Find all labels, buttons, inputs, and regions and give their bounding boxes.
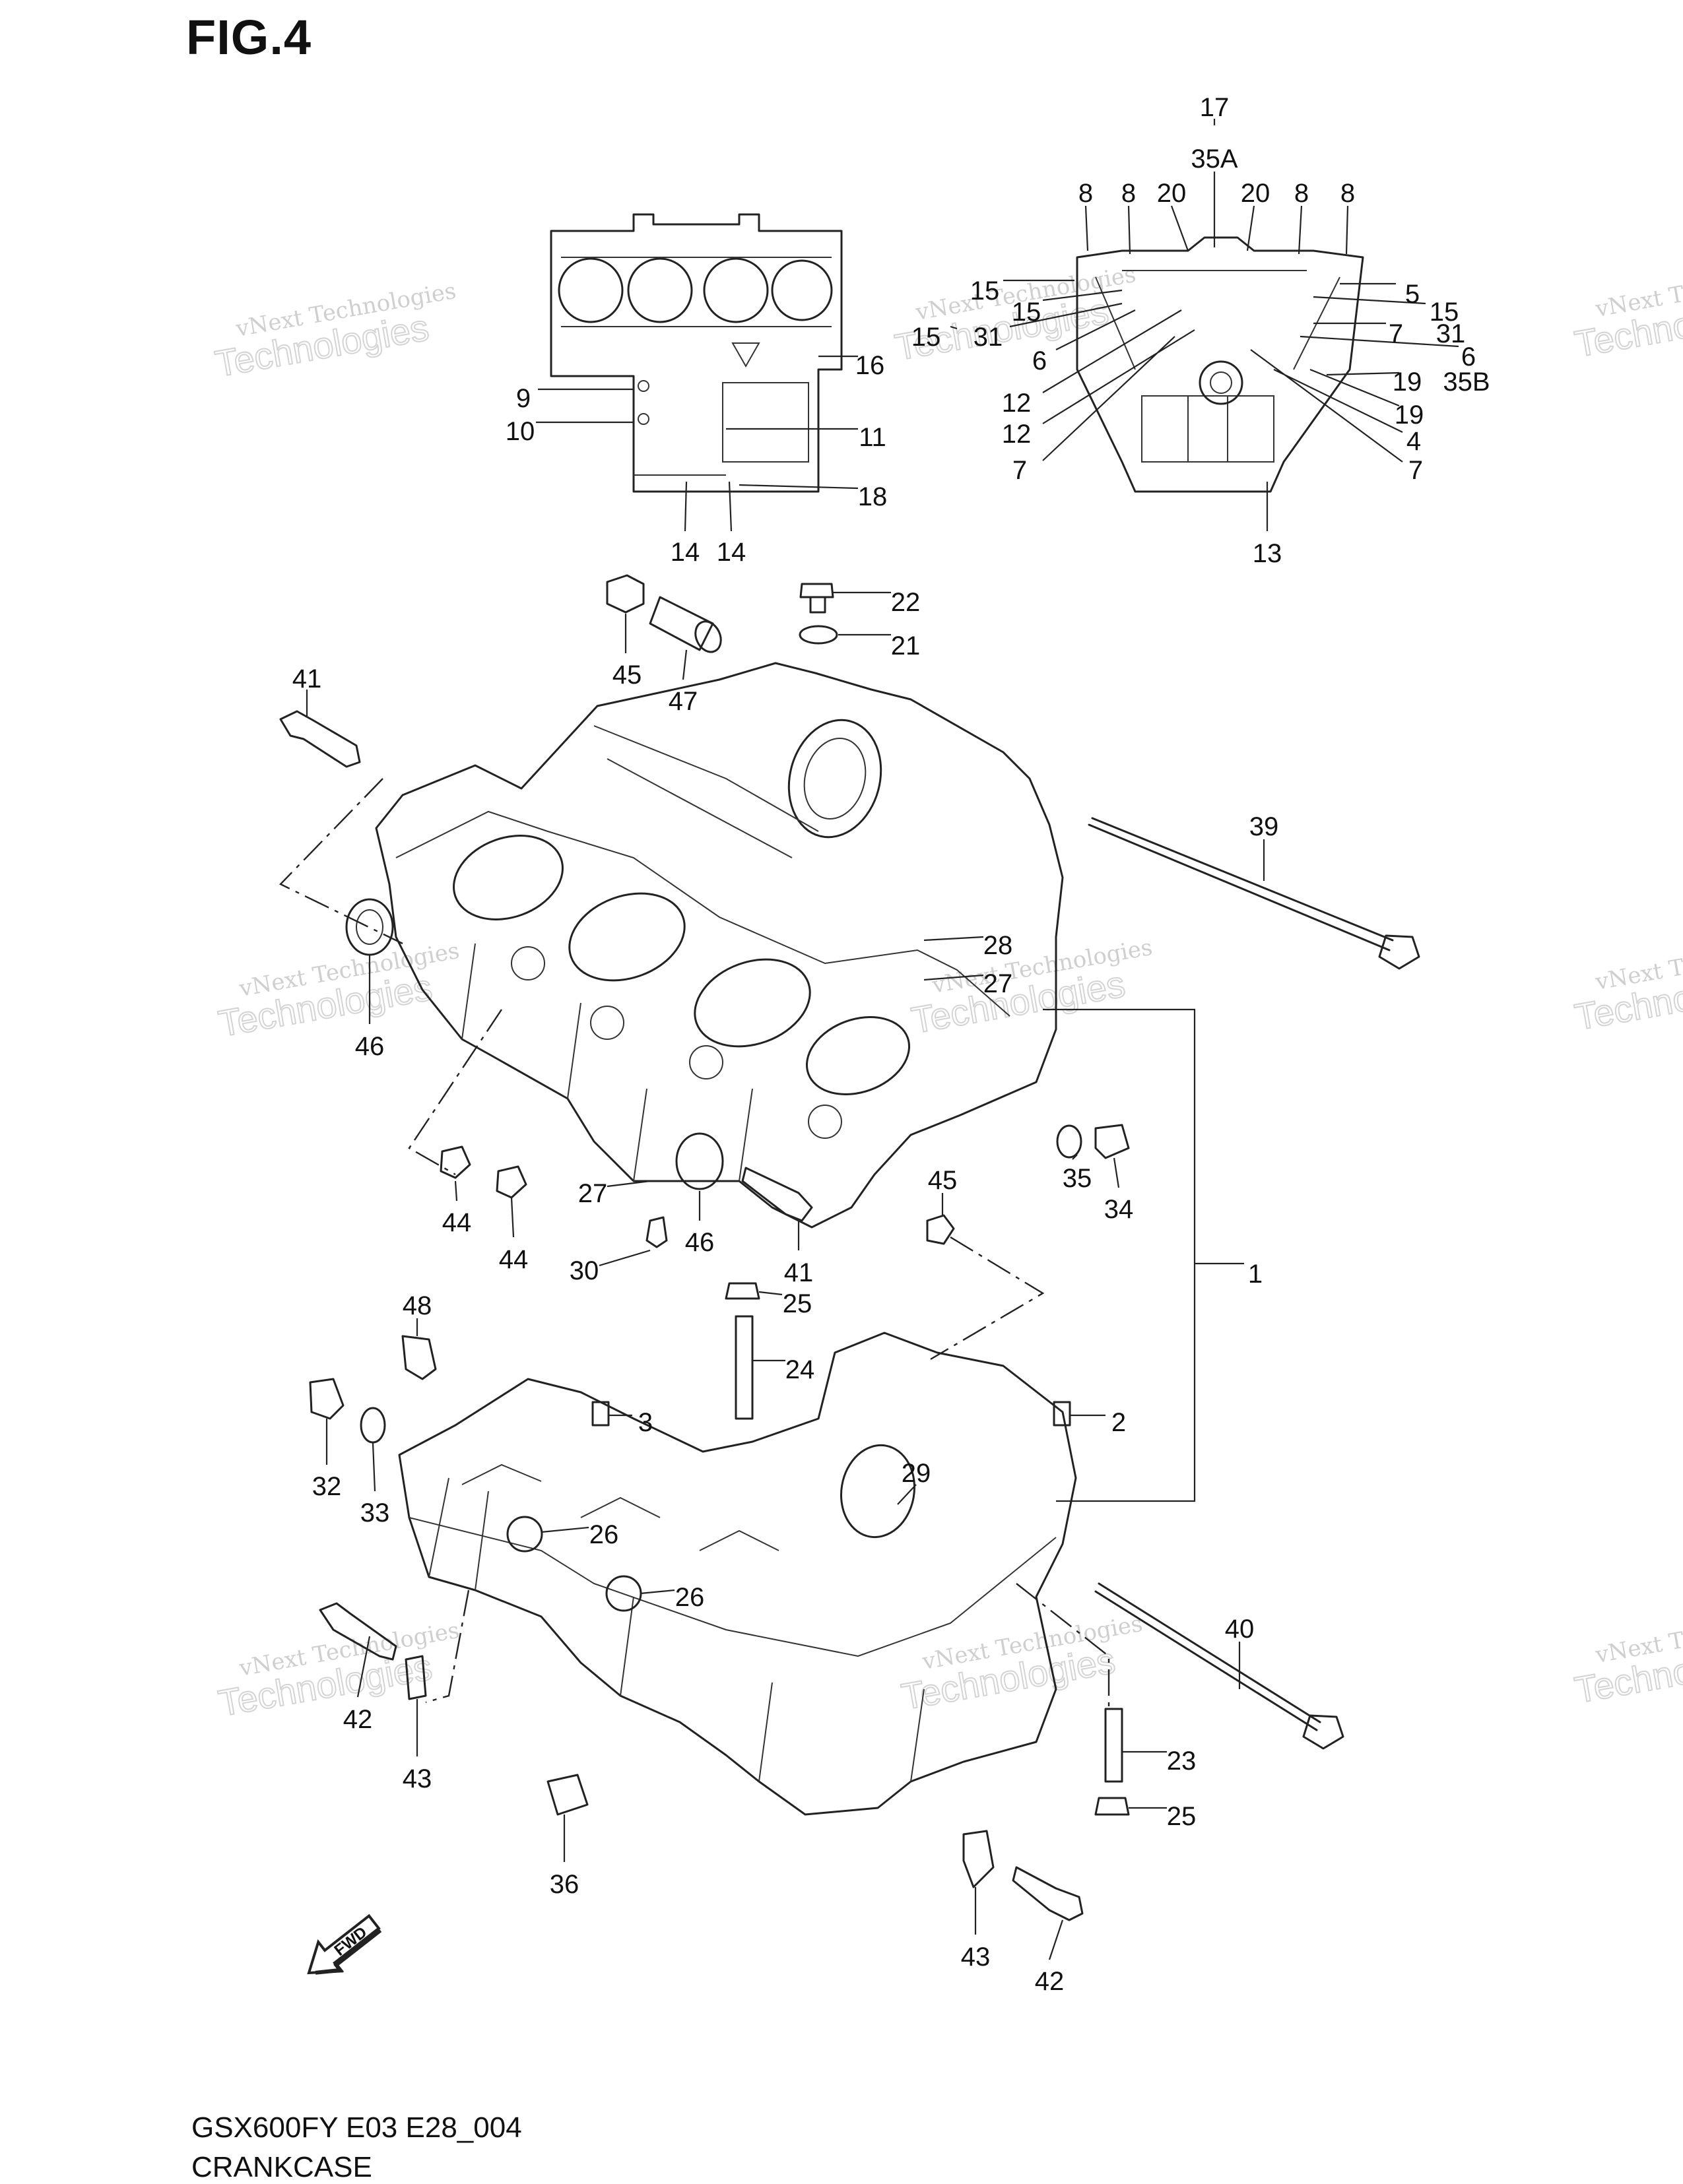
callout-6: 6 [1032,346,1047,375]
callout-45: 45 [928,1166,958,1195]
callout-18: 18 [858,482,888,511]
callout-20: 20 [1241,179,1270,208]
callout-2: 2 [1111,1408,1126,1437]
callout-40: 40 [1225,1615,1255,1644]
callout-14: 14 [717,538,746,567]
callout-8: 8 [1078,179,1093,208]
upper-crankcase [375,662,1064,1229]
callout-35B: 35B [1443,368,1490,397]
callout-15: 15 [1430,298,1459,327]
callout-26: 26 [589,1520,619,1549]
callout-28: 28 [983,931,1013,960]
callout-43: 43 [403,1764,432,1793]
model-code: GSX600FY E03 E28_004 [191,2111,522,2144]
callout-24: 24 [785,1355,815,1384]
callout-15: 15 [970,276,1000,305]
callout-20: 20 [1157,179,1187,208]
callout-6: 6 [1461,342,1476,371]
callout-8: 8 [1294,179,1309,208]
callout-27: 27 [983,969,1013,998]
section-name: CRANKCASE [191,2151,372,2183]
upper-case-top-view [550,213,843,493]
leader-lines [306,119,1459,1960]
callout-41: 41 [784,1258,814,1287]
callout-3: 3 [638,1408,653,1437]
callout-45: 45 [612,660,642,690]
callout-39: 39 [1249,812,1279,841]
callout-30: 30 [570,1256,599,1285]
callout-21: 21 [891,631,921,660]
lower-crankcase [398,1332,1077,1816]
callout-5: 5 [1405,280,1420,309]
callout-19: 19 [1395,401,1424,430]
callout-14: 14 [671,538,700,567]
callout-4: 4 [1406,427,1421,456]
callout-35: 35 [1063,1164,1092,1193]
callout-48: 48 [403,1291,432,1320]
small-parts [279,574,1420,1921]
callout-26: 26 [675,1583,705,1612]
callout-15: 15 [1012,298,1041,327]
callout-42: 42 [1035,1967,1065,1996]
callout-7: 7 [1012,456,1027,485]
callout-29: 29 [902,1459,931,1488]
callout-7: 7 [1389,319,1403,348]
callout-34: 34 [1104,1195,1134,1224]
callout-23: 23 [1167,1747,1197,1776]
callout-25: 25 [1167,1802,1197,1831]
callout-7: 7 [1408,456,1423,485]
callout-46: 46 [355,1032,385,1061]
callout-19: 19 [1393,368,1422,397]
alignment-lines [279,778,1110,1709]
callout-17: 17 [1200,93,1230,122]
callout-15: 15 [911,323,941,352]
fwd-arrow-icon: FWD [307,1913,382,1975]
callout-8: 8 [1121,179,1136,208]
callout-46: 46 [685,1228,715,1257]
callout-44: 44 [442,1208,472,1237]
callout-22: 22 [891,588,921,617]
callout-bracket-1 [1043,1008,1244,1502]
callout-13: 13 [1253,539,1282,568]
callout-1: 1 [1248,1260,1263,1289]
callout-10: 10 [506,417,535,446]
watermarks: vNext Technologies Technologies vNext Te… [211,258,1683,1725]
callout-31: 31 [974,323,1003,352]
callout-41: 41 [292,664,322,693]
callout-16: 16 [855,351,885,380]
callout-9: 9 [516,384,531,413]
callout-43: 43 [961,1943,991,1972]
figure-title: FIG.4 [186,10,312,65]
callout-11: 11 [859,423,886,452]
callout-27: 27 [578,1179,608,1208]
callout-32: 32 [312,1472,342,1501]
callout-33: 33 [360,1498,390,1527]
callout-8: 8 [1340,179,1355,208]
callout-35A: 35A [1191,145,1238,174]
callout-36: 36 [550,1870,579,1899]
callout-31: 31 [1436,319,1466,348]
callout-44: 44 [499,1245,529,1274]
callout-12: 12 [1002,389,1032,418]
callout-42: 42 [343,1705,373,1734]
callout-25: 25 [783,1289,812,1318]
callout-47: 47 [669,687,698,716]
callout-12: 12 [1002,420,1032,449]
lower-case-bottom-view [1076,236,1364,493]
